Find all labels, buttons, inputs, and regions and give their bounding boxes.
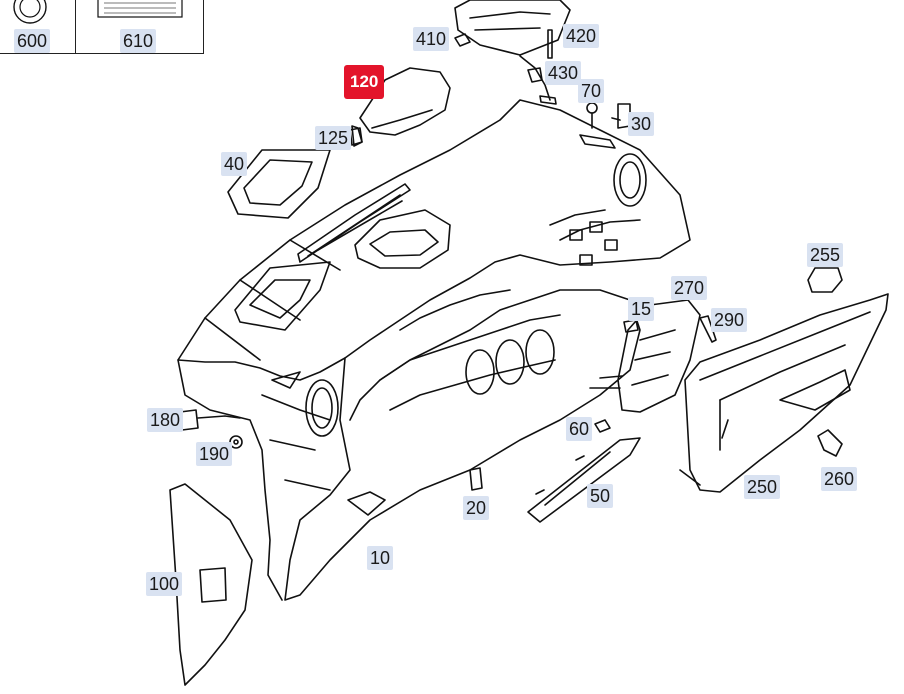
top-bracket-assembly-drawing	[454, 0, 571, 105]
part-label-420[interactable]: 420	[563, 24, 600, 48]
part-label-125[interactable]: 125	[315, 126, 352, 150]
storage-tray-drawing	[227, 149, 331, 219]
part-label-410[interactable]: 410	[413, 27, 450, 51]
part-label-610[interactable]: 610	[120, 29, 157, 53]
part-label-10[interactable]: 10	[367, 546, 394, 570]
switch-cap-drawing	[807, 267, 843, 293]
part-label-120-selected[interactable]: 120	[344, 65, 385, 99]
trim-strip-drawing	[527, 419, 641, 523]
part-label-15[interactable]: 15	[628, 297, 655, 321]
screw-and-clip-drawing	[586, 102, 631, 129]
part-label-290[interactable]: 290	[711, 308, 748, 332]
part-label-260[interactable]: 260	[821, 467, 858, 491]
part-label-180[interactable]: 180	[147, 408, 184, 432]
side-panel-drawing	[169, 483, 253, 686]
emblem-icon	[13, 0, 47, 24]
part-label-250[interactable]: 250	[744, 475, 781, 499]
part-label-270[interactable]: 270	[671, 276, 708, 300]
label-sticker-icon	[97, 0, 183, 18]
part-label-430[interactable]: 430	[545, 61, 582, 85]
small-clip-drawing	[469, 467, 483, 491]
clip-125-drawing	[349, 127, 363, 146]
part-label-100[interactable]: 100	[146, 572, 183, 596]
part-label-30[interactable]: 30	[628, 112, 655, 136]
part-label-255[interactable]: 255	[807, 243, 844, 267]
part-label-190[interactable]: 190	[196, 442, 233, 466]
part-label-40[interactable]: 40	[221, 152, 248, 176]
dashboard-carrier-drawing	[177, 99, 691, 601]
part-label-20[interactable]: 20	[463, 496, 490, 520]
part-label-70[interactable]: 70	[578, 79, 605, 103]
part-label-600[interactable]: 600	[14, 29, 51, 53]
part-label-60[interactable]: 60	[566, 417, 593, 441]
glove-box-drawing	[679, 293, 889, 493]
part-label-50[interactable]: 50	[587, 484, 614, 508]
support-bracket-drawing	[589, 299, 717, 413]
glove-box-lock-drawing	[817, 429, 843, 457]
